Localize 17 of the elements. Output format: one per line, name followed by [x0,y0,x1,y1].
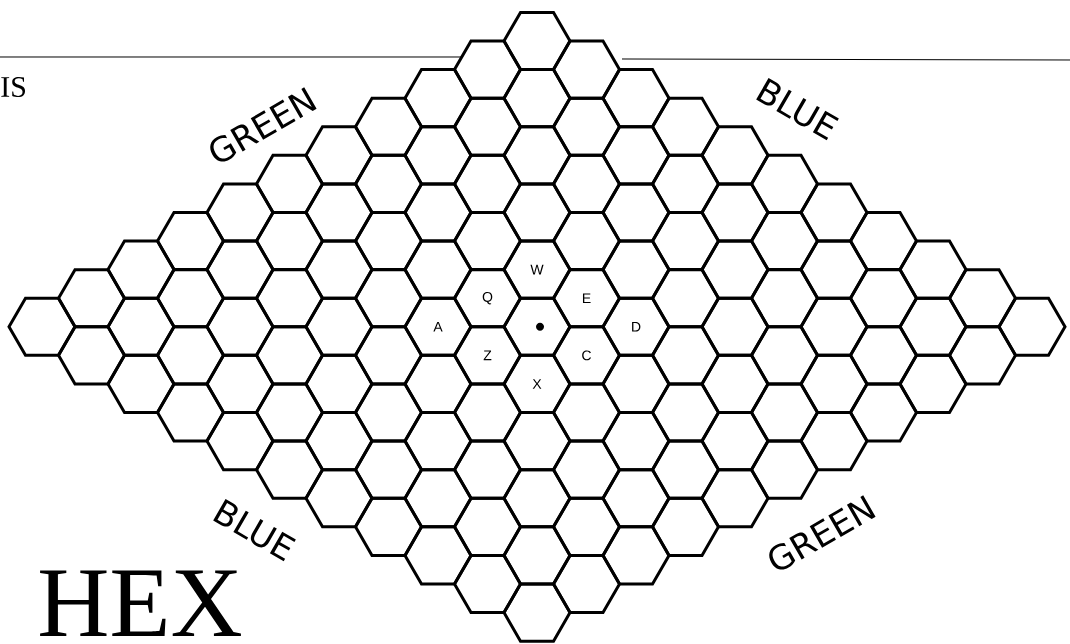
hex-cell [997,296,1067,357]
hex-cell [799,411,869,472]
hex-cell [106,353,176,414]
hex-cell: W [502,239,572,300]
hex-cell [700,468,770,529]
hex-cell [7,296,77,357]
text-fragment: IS [1,76,25,98]
hex-cell [502,582,572,643]
hex-cell: X [502,353,572,414]
hex-cell: A [403,296,473,357]
title: HEX [40,570,241,636]
hex-cell: D [601,296,671,357]
hex-cell [403,525,473,586]
hex-cell [898,353,968,414]
hex-cell [205,411,275,472]
hex-cell [304,468,374,529]
hex-cell [601,525,671,586]
